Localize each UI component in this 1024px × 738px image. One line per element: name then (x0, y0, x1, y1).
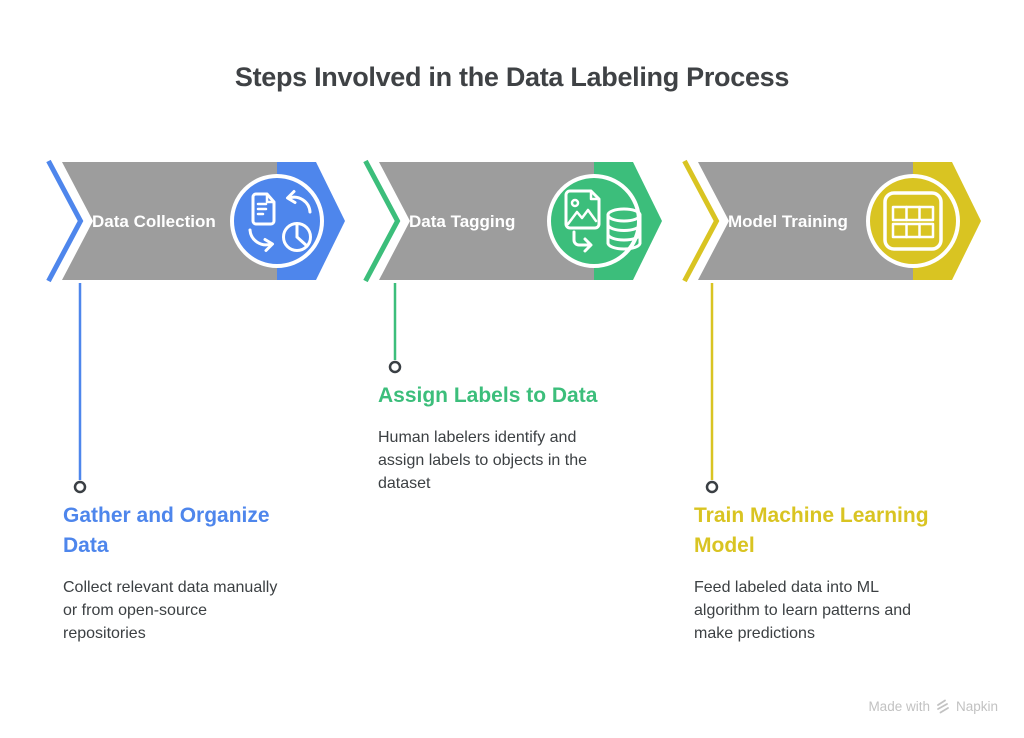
made-with-napkin-watermark: Made with Napkin (868, 698, 998, 714)
step-text-3: Train Machine Learning Model Feed labele… (694, 501, 962, 645)
banner-label: Data Collection (92, 212, 216, 231)
connector-1 (73, 283, 87, 494)
document-sync-pie-chart-icon (248, 190, 312, 252)
connector-2 (388, 283, 402, 374)
step-banner-3: Model Training (682, 159, 981, 283)
step-heading: Gather and Organize Data (63, 504, 270, 557)
made-with-label: Made with (868, 698, 930, 714)
brand-name: Napkin (955, 698, 998, 714)
step-banner-1: Data Collection (46, 159, 345, 283)
step-heading: Assign Labels to Data (378, 384, 598, 407)
icon-circle (230, 174, 324, 268)
napkin-logo-icon (937, 699, 949, 714)
step-description: Collect relevant data manually or from o… (63, 579, 278, 642)
connector-dot (388, 360, 402, 374)
banner-label: Data Tagging (409, 212, 515, 231)
chevron-outline (363, 159, 401, 283)
chevron-outline (46, 159, 84, 283)
step-banner-2: Data Tagging (363, 159, 662, 283)
step-text-2: Assign Labels to Data Human labelers ide… (378, 381, 646, 495)
banner-label: Model Training (728, 212, 848, 231)
image-to-database-icon (564, 189, 642, 253)
connector-3 (705, 283, 719, 494)
banner-body (62, 162, 277, 280)
connector-dot (73, 480, 87, 494)
step-description: Feed labeled data into ML algorithm to l… (694, 579, 912, 642)
chevron-outline (682, 159, 720, 283)
table-grid-icon (883, 191, 943, 251)
banner-body (698, 162, 913, 280)
step-text-1: Gather and Organize Data Collect relevan… (63, 501, 331, 645)
step-heading: Train Machine Learning Model (694, 504, 929, 557)
connector-dot (705, 480, 719, 494)
banner-body (379, 162, 594, 280)
step-description: Human labelers identify and assign label… (378, 429, 588, 492)
page-title: Steps Involved in the Data Labeling Proc… (234, 62, 790, 92)
